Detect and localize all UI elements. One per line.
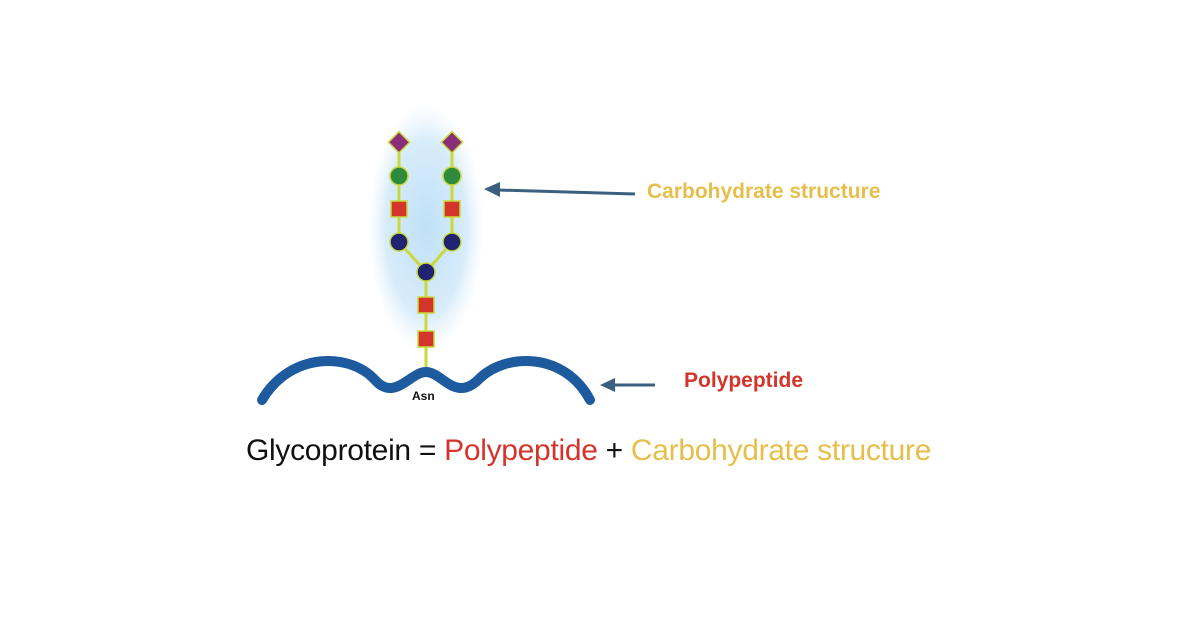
equation-equals: = xyxy=(410,434,445,467)
sialic-acid-right xyxy=(440,130,464,154)
sialic-acid-left xyxy=(387,130,411,154)
glcnac-core-lower xyxy=(417,330,435,348)
galactose-left xyxy=(389,166,409,186)
equation-carbohydrate: Carbohydrate structure xyxy=(630,434,932,467)
equation-polypeptide: Polypeptide xyxy=(444,434,598,467)
equation-glycoprotein: Glycoprotein xyxy=(246,434,411,467)
glcnac-left xyxy=(390,200,408,218)
glcnac-right xyxy=(443,200,461,218)
glycoprotein-equation: Glycoprotein = Polypeptide + Carbohydrat… xyxy=(246,434,931,468)
polypeptide-label: Polypeptide xyxy=(684,369,804,392)
asn-label: Asn xyxy=(412,389,435,403)
carbohydrate-structure-label: Carbohydrate structure xyxy=(647,180,881,203)
equation-plus: + xyxy=(597,434,631,467)
mannose-left xyxy=(389,232,409,252)
galactose-right xyxy=(442,166,462,186)
glcnac-core-upper xyxy=(417,296,435,314)
arrow-carbohydrate xyxy=(484,182,636,197)
polypeptide-backbone xyxy=(257,356,595,405)
mannose-core xyxy=(416,262,436,282)
glycan-halo xyxy=(368,103,484,353)
mannose-right xyxy=(442,232,462,252)
arrow-polypeptide xyxy=(600,378,655,392)
